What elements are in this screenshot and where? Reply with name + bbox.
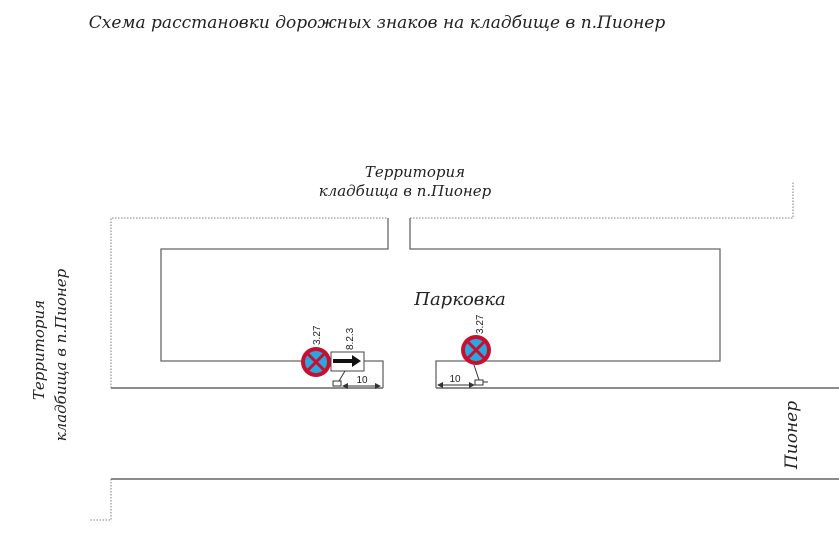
territory-left-label-1: Территория <box>30 300 48 400</box>
diagram-title: Схема расстановки дорожных знаков на кла… <box>89 13 666 33</box>
sign-pole-line <box>338 370 346 382</box>
coverage-zone-plate-icon <box>330 351 365 372</box>
dimension-label: 10 <box>449 374 461 385</box>
territory-boundary <box>90 182 794 521</box>
dimension-label: 10 <box>356 375 368 386</box>
parking-outline <box>160 218 721 388</box>
territory-top-label-1: Территория <box>365 163 465 181</box>
street-label: Пионер <box>782 401 802 470</box>
parking-label: Парковка <box>413 289 506 310</box>
plate-code-label: 8.2.3 <box>345 327 356 350</box>
no-stopping-sign-icon <box>461 335 491 365</box>
sign-post-icon <box>474 379 484 386</box>
sign-code-label: 3.27 <box>475 314 486 334</box>
territory-top-label-2: кладбища в п.Пионер <box>319 182 492 200</box>
territory-left-label-2: кладбища в п.Пионер <box>52 268 70 441</box>
sign-code-label: 3.27 <box>312 325 323 345</box>
sign-pole-line <box>473 364 480 381</box>
road-edges <box>111 387 839 480</box>
no-stopping-sign-icon <box>301 347 331 377</box>
sign-post-icon <box>332 380 342 387</box>
